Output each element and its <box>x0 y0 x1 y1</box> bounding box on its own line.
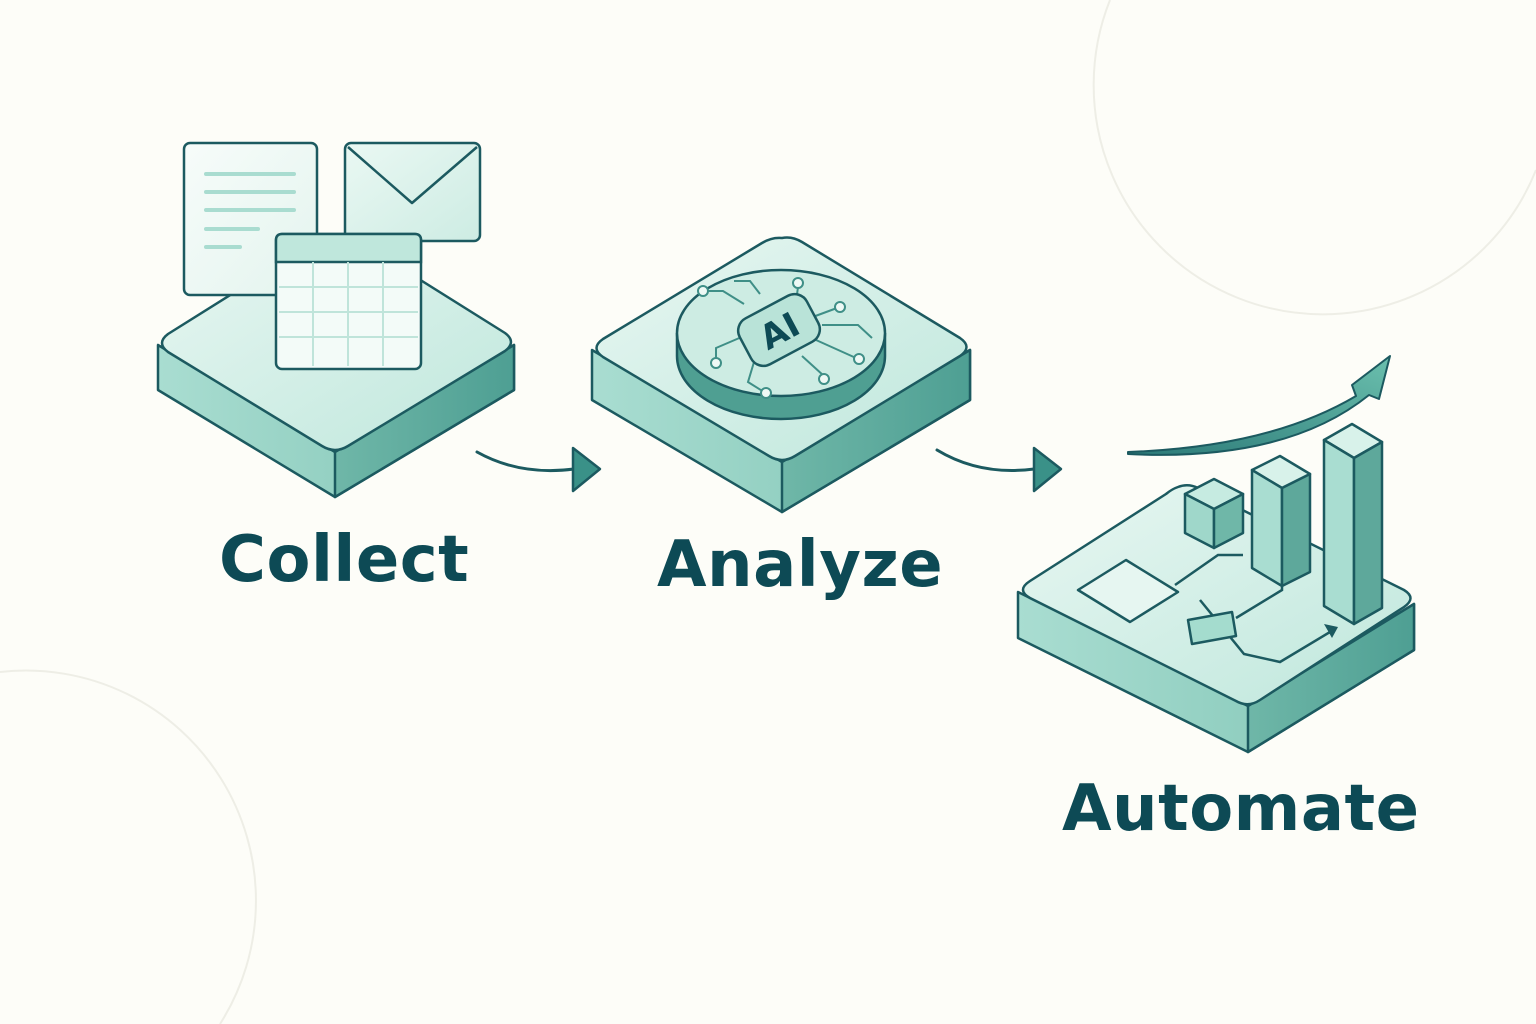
step-label-analyze: Analyze <box>657 528 944 602</box>
arrow-analyze-to-automate <box>935 446 1063 493</box>
step-label-collect: Collect <box>219 523 470 597</box>
workflow-icon <box>1076 477 1338 664</box>
automate-stage <box>1016 355 1416 754</box>
ai-chip-icon: AI <box>675 268 887 421</box>
envelope-icon <box>343 141 482 243</box>
arrow-collect-to-analyze <box>475 446 602 493</box>
analyze-stage: AI <box>590 236 972 514</box>
step-label-automate: Automate <box>1062 772 1420 846</box>
collect-stage <box>156 141 516 499</box>
automate-platform <box>1016 484 1416 754</box>
growth-arrow-icon <box>1127 355 1391 456</box>
bar-chart-icon <box>1250 422 1384 626</box>
background-arc-bottom-left <box>0 669 257 1024</box>
spreadsheet-icon <box>274 232 423 371</box>
background-arc-top-right <box>1092 0 1536 316</box>
